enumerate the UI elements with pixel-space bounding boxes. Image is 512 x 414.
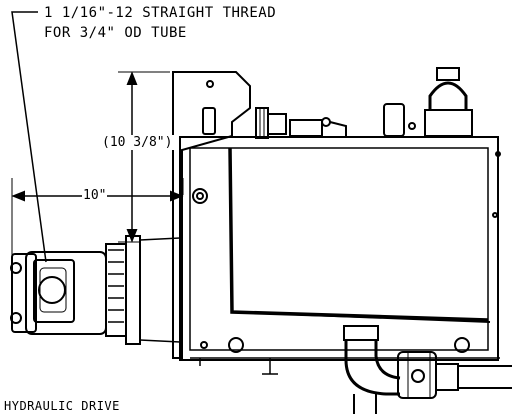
- reservoir-lid: [228, 147, 489, 322]
- reservoir-body: [179, 136, 499, 361]
- suction-elbow: [344, 340, 401, 396]
- dim-h-arrow-left: [11, 190, 25, 202]
- mounting-plate: [172, 71, 251, 359]
- port-circle: [38, 276, 66, 304]
- callout-line-2: FOR 3/4" OD TUBE: [44, 25, 187, 41]
- vertical-dimension-label: (10 3/8"): [100, 135, 175, 150]
- horizontal-dimension-label: 10": [82, 188, 108, 203]
- drive-label: HYDRAULIC DRIVE: [4, 399, 120, 413]
- pump-end-cap: [11, 253, 37, 333]
- dim-v-arrow-top: [126, 71, 138, 85]
- return-elbow: [428, 81, 468, 110]
- callout-line-1: 1 1/16"-12 STRAIGHT THREAD: [44, 5, 277, 21]
- callout-leader: [11, 11, 47, 263]
- thread-callout: 1 1/16"-12 STRAIGHT THREAD FOR 3/4" OD T…: [44, 3, 276, 43]
